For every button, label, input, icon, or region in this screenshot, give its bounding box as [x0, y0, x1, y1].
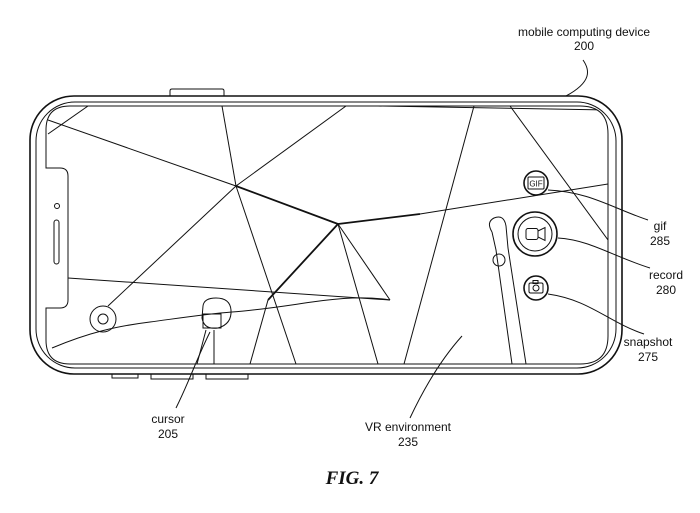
snapshot-ref: 275	[638, 350, 658, 364]
top-button	[169, 88, 225, 96]
device-label: mobile computing device	[518, 25, 650, 39]
snapshot-button[interactable]	[523, 275, 549, 301]
record-button[interactable]	[512, 211, 558, 257]
gif-label: gif	[654, 219, 667, 233]
figure-caption: FIG. 7	[325, 468, 380, 489]
vr-environment	[47, 106, 608, 364]
device-bezel	[35, 101, 617, 369]
vr-leader	[409, 335, 463, 419]
record-ref: 280	[656, 283, 676, 297]
gif-ref: 285	[650, 234, 670, 248]
cursor-label: cursor	[151, 412, 184, 426]
gif-button[interactable]: GIF	[523, 170, 549, 196]
bottom-button-3	[205, 374, 249, 380]
record-label: record	[649, 268, 683, 282]
controller-wand	[488, 216, 527, 364]
gif-button-label: GIF	[529, 180, 542, 189]
speaker-grill	[53, 219, 60, 265]
device-ref: 200	[574, 39, 594, 53]
leader-lines	[175, 59, 651, 419]
device-leader	[565, 59, 589, 97]
cursor-ref: 205	[158, 427, 178, 441]
screen	[45, 105, 609, 365]
gif-leader	[547, 189, 649, 221]
photo-camera-icon	[528, 280, 544, 294]
snapshot-leader	[547, 293, 645, 335]
cursor-object	[196, 297, 232, 364]
snapshot-label: snapshot	[624, 335, 673, 349]
vr-ref: 235	[398, 435, 418, 449]
bottom-button-1	[111, 374, 139, 379]
record-leader	[557, 237, 651, 269]
bottom-button-2	[150, 374, 194, 380]
front-camera	[54, 203, 60, 209]
vr-label: VR environment	[365, 420, 452, 434]
cursor-leader	[175, 331, 211, 409]
circle-button-icon[interactable]	[89, 305, 117, 333]
camera-icon	[525, 226, 546, 242]
